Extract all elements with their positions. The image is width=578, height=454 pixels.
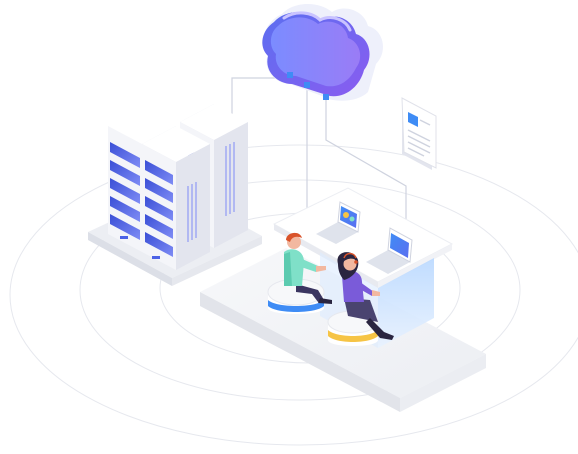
server-rack-front-left xyxy=(110,142,140,240)
orbit-outer xyxy=(9,144,578,446)
cloud-icon xyxy=(262,3,383,101)
person-woman xyxy=(337,252,394,340)
connector-lines xyxy=(231,77,407,232)
person-man xyxy=(284,232,332,304)
server-racks xyxy=(108,86,248,270)
server-rack-front-middle xyxy=(120,126,210,270)
laptop-left xyxy=(316,201,361,244)
document-icon xyxy=(401,97,437,170)
orbit-middle xyxy=(79,179,521,401)
laptop-right xyxy=(366,227,413,274)
